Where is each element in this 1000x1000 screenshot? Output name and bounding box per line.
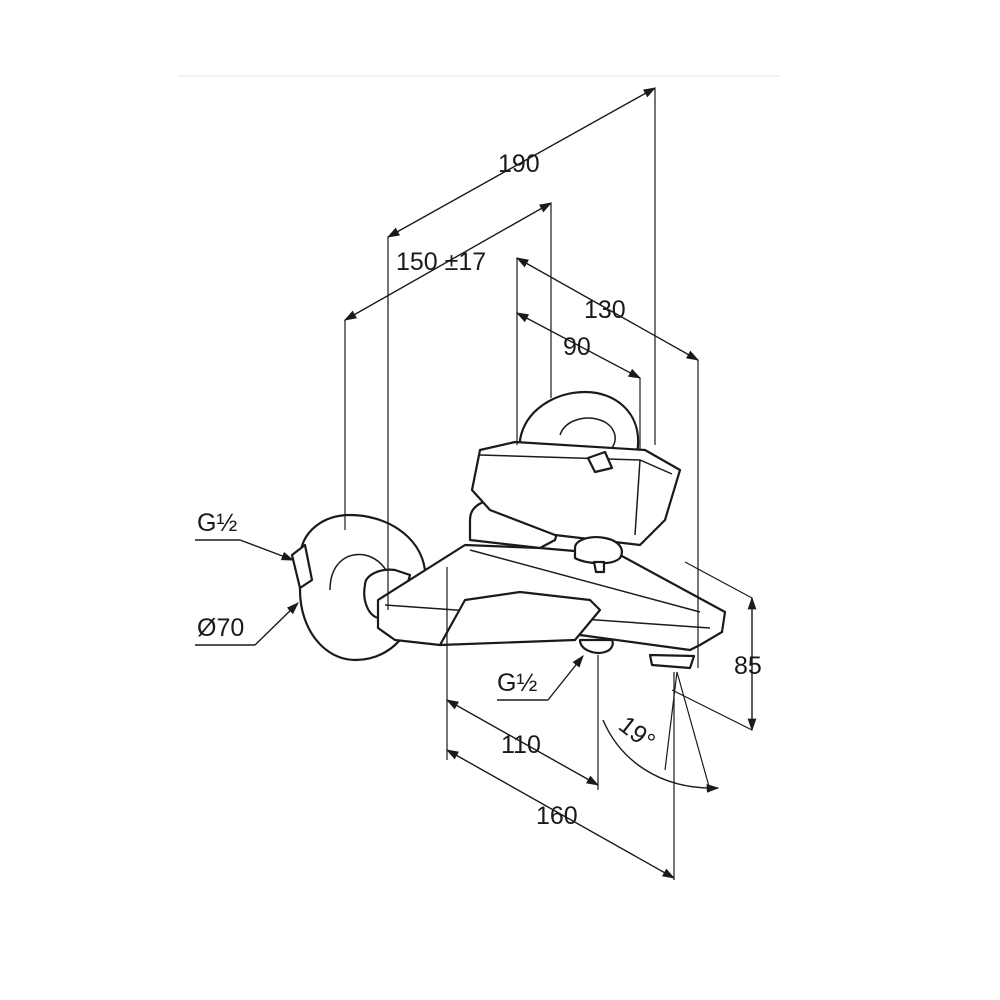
label-rosette-diameter: Ø70 xyxy=(197,614,244,642)
label-outlet-thread: G½ xyxy=(497,669,537,697)
faucet-illustration xyxy=(290,390,727,670)
dim-150-line xyxy=(343,202,553,321)
dimension-lines xyxy=(195,87,757,880)
angle-19-arc xyxy=(602,719,720,793)
label-90: 90 xyxy=(563,333,591,361)
label-inlet-thread: G½ xyxy=(197,509,237,537)
spout-aerator xyxy=(648,653,696,670)
label-160: 160 xyxy=(536,802,578,830)
dim-160-line xyxy=(445,749,676,879)
outlet-stub xyxy=(578,638,614,654)
lever-handle xyxy=(470,440,682,547)
dimension-labels: 190 150 ±17 130 90 85 110 160 19° G½ Ø70… xyxy=(197,150,762,830)
label-130: 130 xyxy=(584,296,626,324)
diverter-knob xyxy=(573,536,623,565)
label-110: 110 xyxy=(501,731,541,759)
label-85: 85 xyxy=(734,652,762,680)
diameter-leader xyxy=(254,602,299,646)
inlet-stub xyxy=(290,543,314,590)
label-150: 150 ±17 xyxy=(396,248,486,276)
label-190: 190 xyxy=(498,150,540,178)
outlet-leader xyxy=(547,655,584,701)
dim-130-line xyxy=(515,257,700,361)
inlet-leader xyxy=(239,539,295,561)
dim-90-line xyxy=(515,312,642,379)
